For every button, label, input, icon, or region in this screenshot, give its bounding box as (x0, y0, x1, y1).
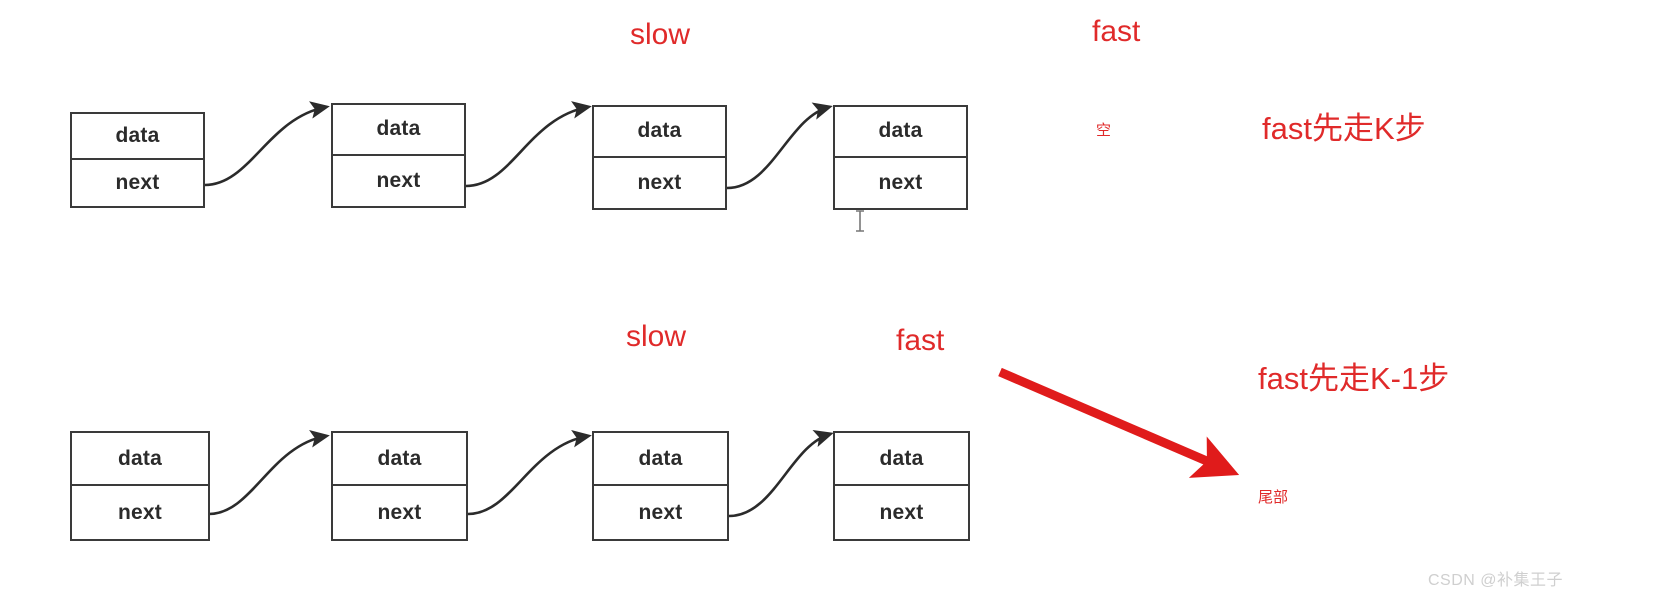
list-node: data next (592, 105, 727, 210)
node-data-cell: data (72, 433, 208, 486)
node-data-cell: data (835, 433, 968, 486)
connector-5 (467, 429, 592, 516)
list-node: data next (70, 431, 210, 541)
node-data-cell: data (333, 433, 466, 486)
node-data-cell: data (594, 107, 725, 158)
text-caret-icon (856, 210, 864, 232)
node-next-cell: next (376, 168, 421, 192)
node-next-cell: next (118, 500, 162, 524)
annotation-tail: 尾部 (1258, 489, 1289, 506)
list-node: data next (592, 431, 729, 541)
list-node: data next (331, 431, 468, 541)
pointer-label-fast-top: fast (1092, 15, 1141, 48)
annotation-empty: 空 (1096, 122, 1112, 139)
pointer-label-slow-top: slow (630, 18, 691, 51)
node-data-cell: data (72, 114, 203, 160)
list-node: data next (833, 105, 968, 210)
node-next-cell: next (115, 171, 160, 194)
list-node: data next (331, 103, 466, 208)
connector-6 (728, 430, 834, 518)
list-node: data next (833, 431, 970, 541)
annotation-fast-k-steps: fast先走K步 (1262, 111, 1426, 146)
connector-1 (204, 101, 330, 187)
pointer-label-fast-bottom: fast (896, 324, 945, 357)
connector-3 (726, 102, 833, 190)
node-next-cell: next (637, 170, 682, 194)
node-next-cell: next (879, 500, 924, 524)
red-pointer-arrow (998, 367, 1240, 478)
node-data-cell: data (333, 105, 464, 156)
connector-4 (208, 430, 330, 516)
connector-2 (465, 101, 592, 188)
node-next-cell: next (878, 170, 923, 194)
annotation-fast-k-minus-1-steps: fast先走K-1步 (1258, 361, 1450, 396)
list-node: data next (70, 112, 205, 208)
pointer-label-slow-bottom: slow (626, 320, 687, 353)
watermark: CSDN @补集王子 (1428, 572, 1564, 589)
node-next-cell: next (638, 500, 683, 524)
node-next-cell: next (377, 500, 422, 524)
node-data-cell: data (594, 433, 727, 486)
node-data-cell: data (835, 107, 966, 158)
